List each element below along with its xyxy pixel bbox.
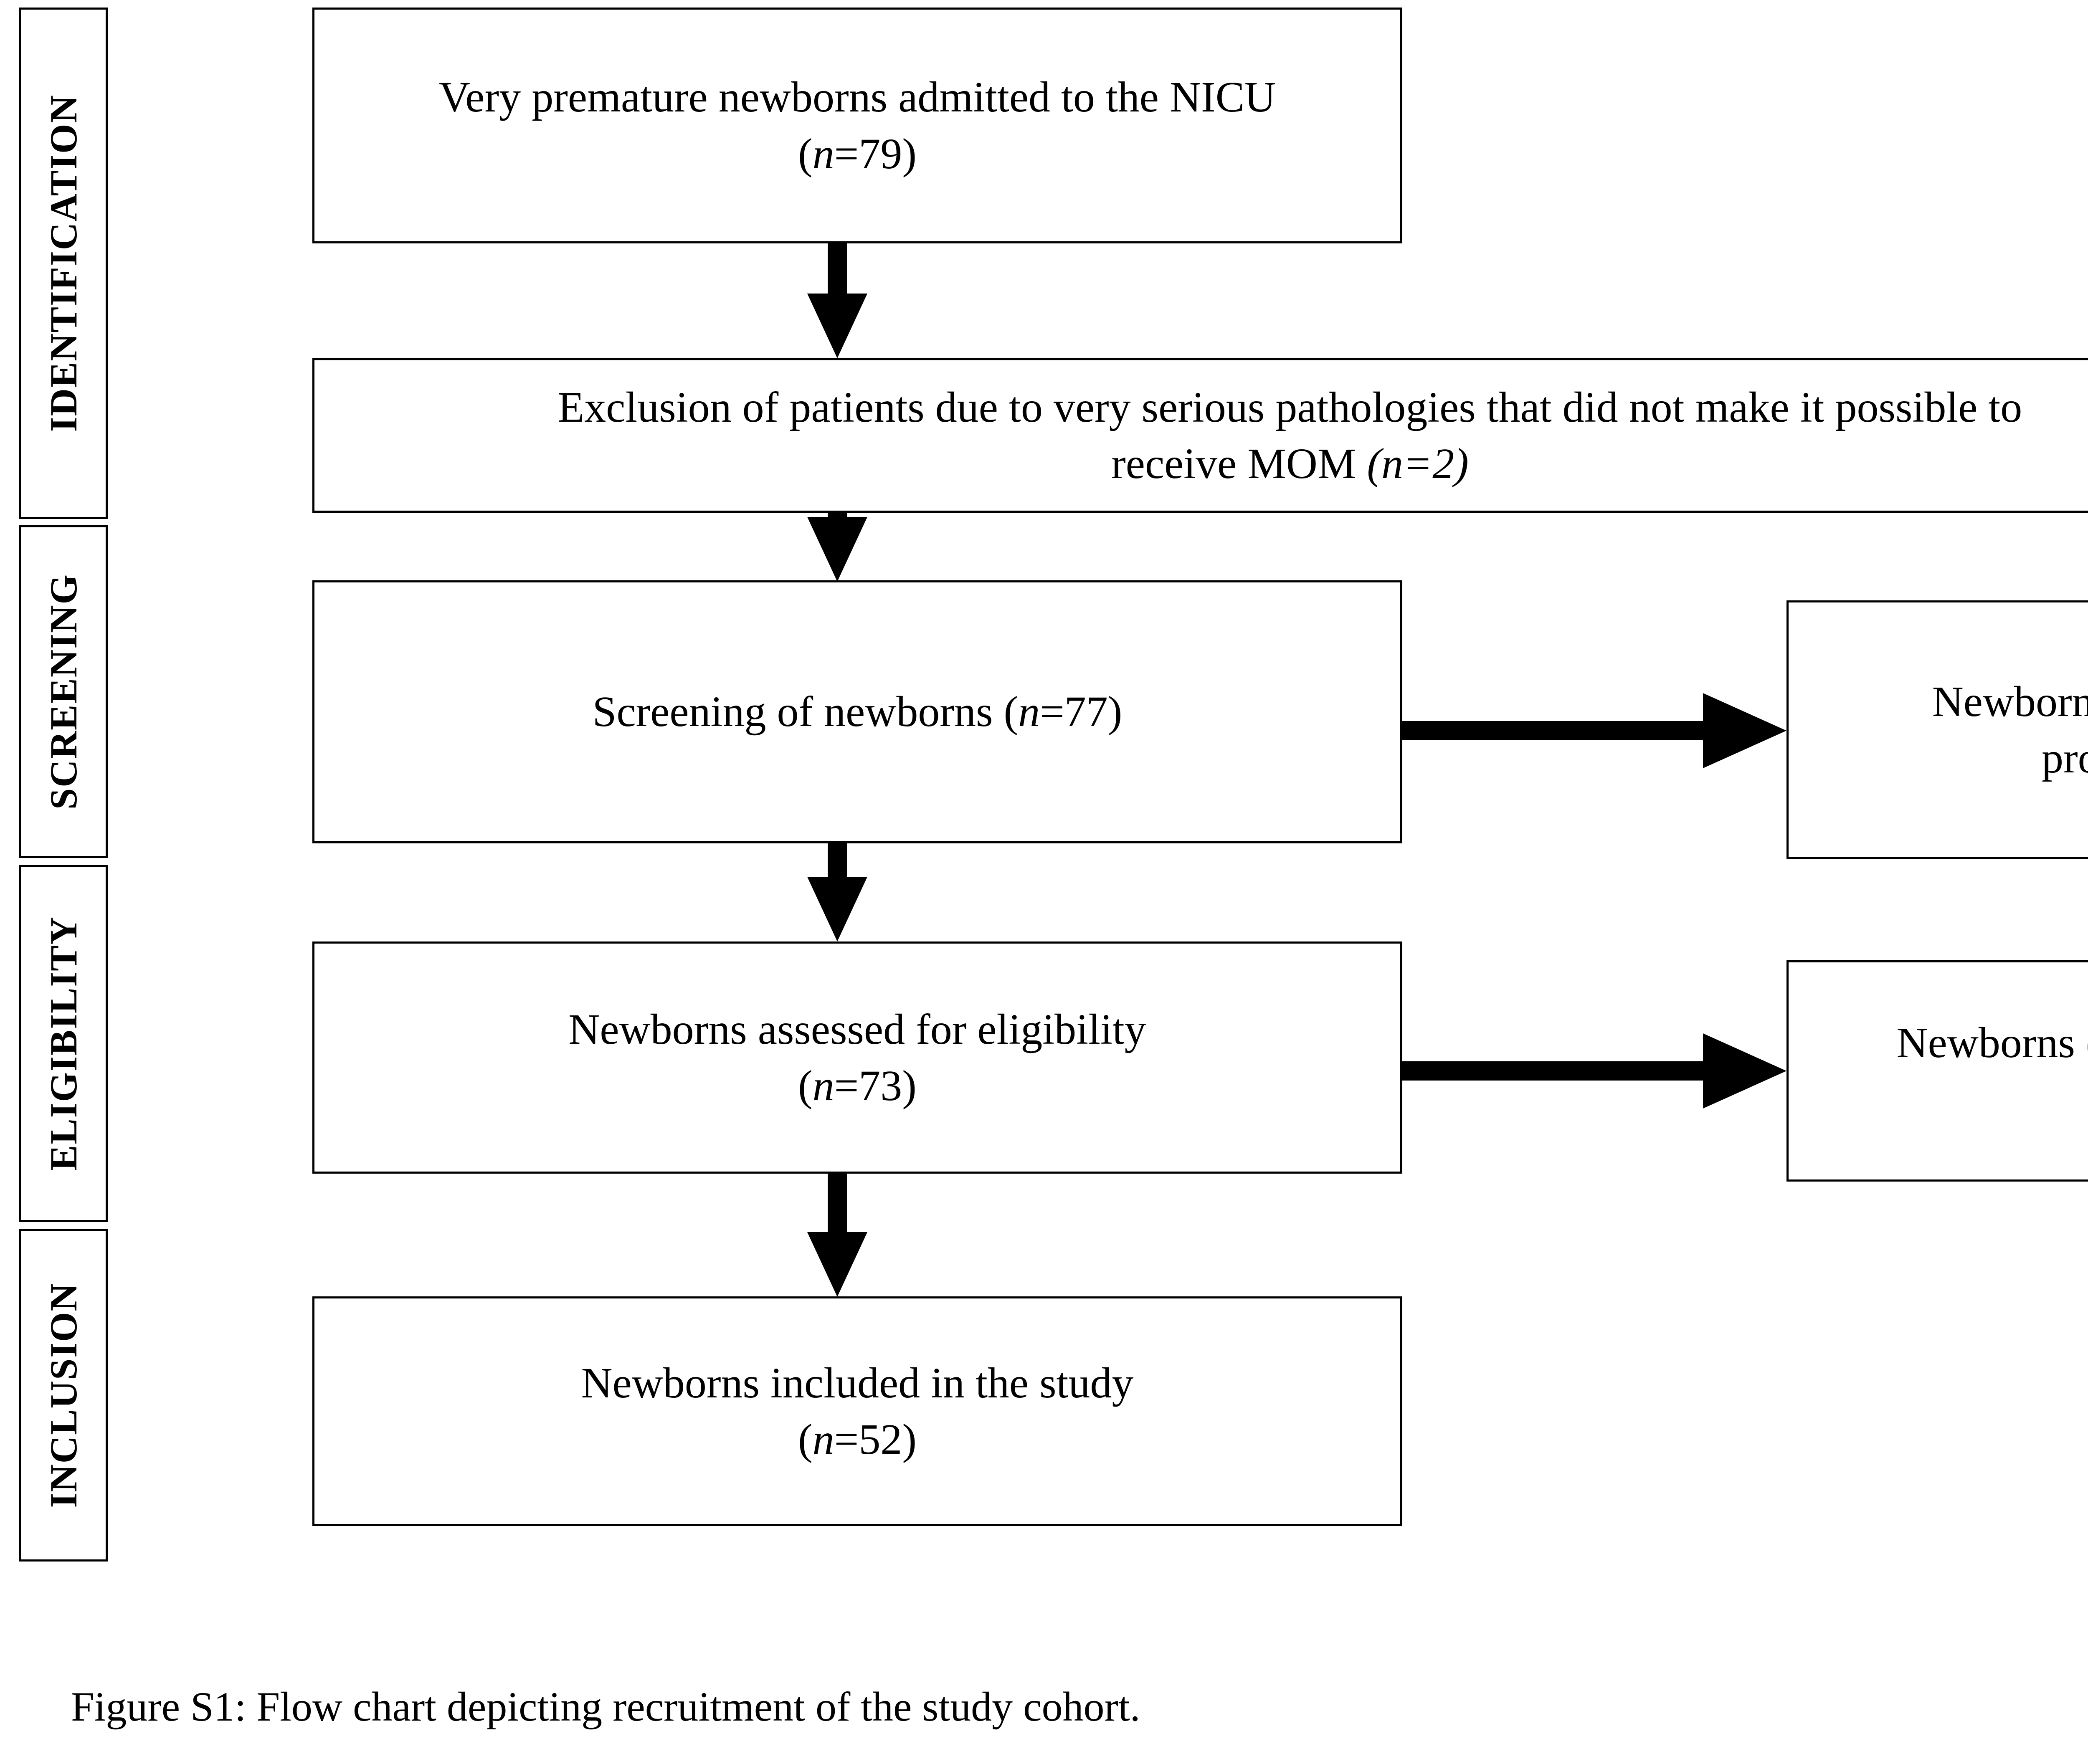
arrow-stem bbox=[828, 243, 847, 302]
flow-box-screening-line1-suffix: =77) bbox=[1040, 688, 1123, 736]
arrow-head bbox=[807, 1232, 867, 1297]
arrow-stem bbox=[1402, 1061, 1707, 1081]
flow-box-admitted-line2-suffix: =79) bbox=[834, 129, 917, 178]
stage-box-eligibility: ELIGIBILITY bbox=[19, 865, 108, 1222]
flow-box-assessed-eligibility-line2-italic: n bbox=[812, 1062, 834, 1110]
arrow-head bbox=[1703, 1033, 1786, 1109]
arrow-exclusion-to-screening bbox=[796, 513, 879, 582]
flow-box-exclusion-pathologies: Exclusion of patients due to very seriou… bbox=[312, 358, 2088, 513]
flow-box-screening-line1-italic: n bbox=[1018, 688, 1040, 736]
arrow-stem bbox=[828, 1174, 847, 1240]
flow-box-excluded-no-consent-text: Newborns excluded because mothers did no… bbox=[1916, 673, 2088, 786]
stage-box-inclusion: INCLUSION bbox=[19, 1229, 108, 1562]
flow-box-excluded-no-consent-line1: Newborns excluded because mothers did no… bbox=[1932, 677, 2088, 726]
flow-box-included-study: Newborns included in the study (n=52) bbox=[312, 1296, 1402, 1526]
flow-box-admitted-line1: Very premature newborns admitted to the … bbox=[438, 73, 1276, 121]
flow-box-excluded-no-mom-line1: Newborns excluded because they did not r… bbox=[1896, 1018, 2088, 1067]
flow-box-included-study-line2-prefix: ( bbox=[798, 1415, 813, 1463]
arrow-eligibility-to-inclusion bbox=[796, 1174, 879, 1297]
arrow-head bbox=[807, 517, 867, 582]
flow-box-included-study-line1: Newborns included in the study bbox=[581, 1359, 1134, 1407]
flow-box-exclusion-pathologies-line1: Exclusion of patients due to very seriou… bbox=[557, 383, 2022, 431]
flow-box-admitted-line2-italic: n bbox=[812, 129, 834, 178]
figure-caption: Figure S1: Flow chart depicting recruitm… bbox=[71, 1683, 1140, 1730]
stage-label-inclusion: INCLUSION bbox=[42, 1282, 85, 1508]
flow-box-assessed-eligibility-line2-suffix: =73) bbox=[834, 1062, 917, 1110]
flow-box-included-study-line2-italic: n bbox=[812, 1415, 834, 1463]
flow-box-excluded-no-mom-text: Newborns excluded because they did not r… bbox=[1880, 1015, 2088, 1127]
arrow-admitted-to-exclusion bbox=[796, 243, 879, 358]
stage-label-eligibility: ELIGIBILITY bbox=[42, 916, 85, 1171]
arrow-stem bbox=[1402, 721, 1707, 740]
flow-box-admitted-line2-prefix: ( bbox=[798, 129, 813, 178]
arrow-head bbox=[807, 294, 867, 358]
flow-box-admitted: Very premature newborns admitted to the … bbox=[312, 8, 1402, 243]
stage-box-identification: IDENTIFICATION bbox=[19, 8, 108, 519]
stage-label-screening: SCREENING bbox=[42, 573, 85, 810]
flow-box-excluded-no-mom: Newborns excluded because they did not r… bbox=[1786, 960, 2088, 1182]
flow-box-exclusion-pathologies-line2-italic: (n=2) bbox=[1367, 440, 1469, 488]
stage-label-identification: IDENTIFICATION bbox=[42, 94, 85, 432]
arrow-screening-to-eligibility bbox=[796, 843, 879, 941]
flow-box-included-study-text: Newborns included in the study (n=52) bbox=[565, 1355, 1150, 1468]
arrow-eligibility-to-excluded-no-mom bbox=[1402, 1033, 1786, 1109]
flow-box-admitted-text: Very premature newborns admitted to the … bbox=[422, 69, 1292, 182]
arrow-head bbox=[807, 877, 867, 941]
flow-box-assessed-eligibility-line2-prefix: ( bbox=[798, 1062, 813, 1110]
flow-box-exclusion-pathologies-line2-prefix: receive MOM bbox=[1111, 440, 1367, 488]
flow-box-exclusion-pathologies-text: Exclusion of patients due to very seriou… bbox=[541, 379, 2039, 492]
arrow-screening-to-excluded-consent bbox=[1402, 693, 1786, 768]
flow-box-assessed-eligibility-text: Newborns assessed for eligibility (n=73) bbox=[552, 1001, 1163, 1114]
arrow-head bbox=[1703, 693, 1786, 768]
flow-box-assessed-eligibility-line1: Newborns assessed for eligibility bbox=[568, 1005, 1146, 1053]
flow-box-excluded-no-consent: Newborns excluded because mothers did no… bbox=[1786, 600, 2088, 859]
flow-box-excluded-no-consent-line2-prefix: provide informed consent bbox=[2041, 734, 2088, 782]
stage-box-screening: SCREENING bbox=[19, 525, 108, 858]
flow-box-screening-line1-prefix: Screening of newborns ( bbox=[592, 688, 1019, 736]
flow-box-screening: Screening of newborns (n=77) bbox=[312, 580, 1402, 843]
flow-box-included-study-line2-suffix: =52) bbox=[834, 1415, 917, 1463]
flow-box-screening-text: Screening of newborns (n=77) bbox=[576, 683, 1139, 740]
flow-box-assessed-eligibility: Newborns assessed for eligibility (n=73) bbox=[312, 941, 1402, 1174]
